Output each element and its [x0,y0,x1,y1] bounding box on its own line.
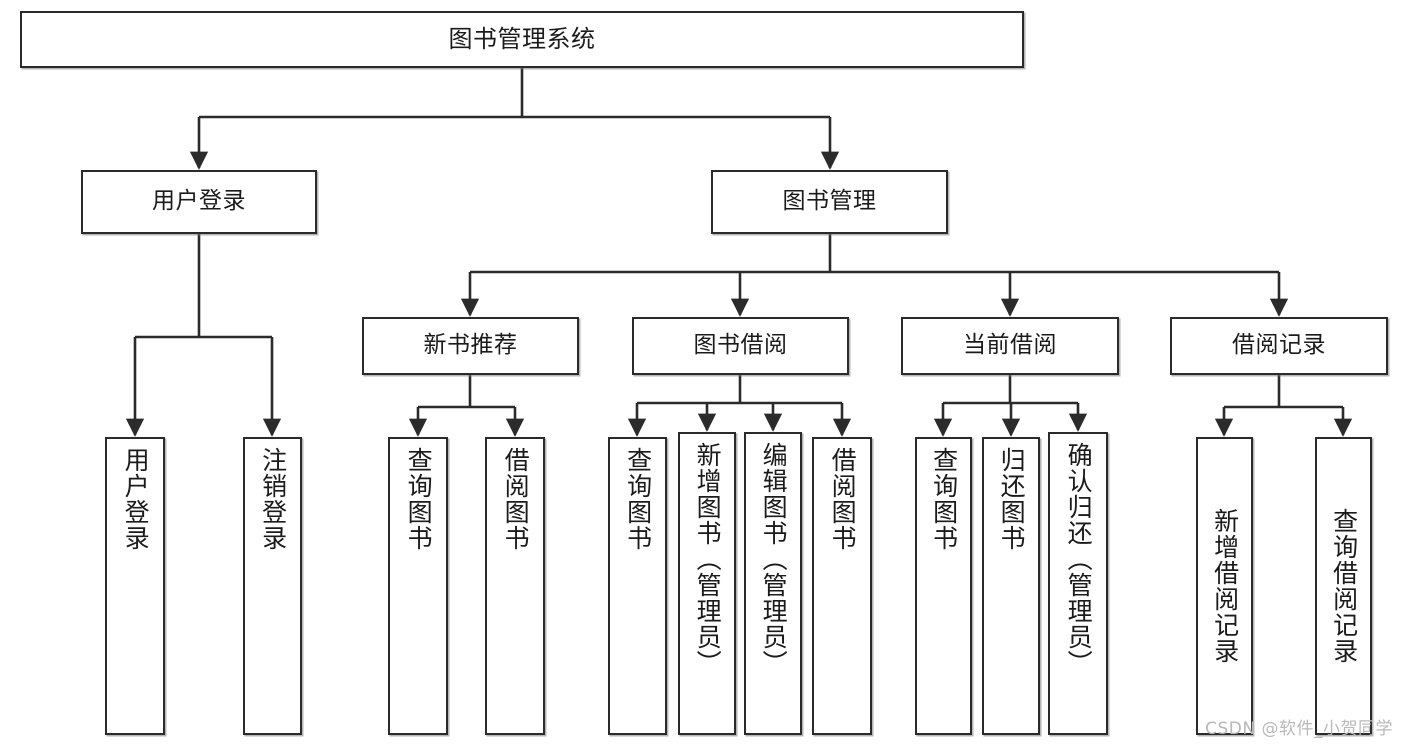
node-leaf-borrow-book-label: 借阅图书 [828,447,858,551]
node-new-book-rec[interactable]: 新书推荐 [362,317,579,375]
node-leaf-query-book-rec[interactable]: 查询图书 [388,437,448,735]
node-new-book-rec-label: 新书推荐 [423,332,518,359]
node-leaf-query-record-label: 查询借阅记录 [1329,508,1359,664]
node-leaf-query-book-borrow[interactable]: 查询图书 [608,437,667,735]
node-root[interactable]: 图书管理系统 [20,11,1024,68]
node-leaf-borrow-book-rec-label: 借阅图书 [501,447,531,551]
node-book-borrow[interactable]: 图书借阅 [632,317,849,375]
node-leaf-return-book[interactable]: 归还图书 [982,437,1040,735]
node-root-label: 图书管理系统 [448,25,596,54]
node-leaf-query-book-borrow-label: 查询图书 [623,447,653,551]
node-book-manage[interactable]: 图书管理 [711,170,948,234]
node-current-borrow[interactable]: 当前借阅 [901,317,1119,375]
node-current-borrow-label: 当前借阅 [963,332,1057,359]
node-leaf-edit-book[interactable]: 编辑图书（管理员） [744,432,802,735]
node-leaf-add-book-label: 新增图书（管理员） [693,442,723,676]
node-leaf-add-record[interactable]: 新增借阅记录 [1196,437,1253,735]
node-leaf-add-record-label: 新增借阅记录 [1210,508,1240,664]
node-leaf-edit-book-label: 编辑图书（管理员） [759,442,789,676]
node-leaf-logout-label: 注销登录 [258,447,288,551]
node-leaf-confirm-return-label: 确认归还（管理员） [1064,442,1094,676]
node-leaf-query-record[interactable]: 查询借阅记录 [1315,437,1372,735]
node-leaf-return-book-label: 归还图书 [997,447,1027,551]
node-borrow-record-label: 借阅记录 [1232,332,1326,359]
csdn-watermark: CSDN @软件_小贺同学 [1205,719,1393,739]
node-borrow-record[interactable]: 借阅记录 [1170,317,1388,375]
node-book-borrow-label: 图书借阅 [693,332,788,359]
node-leaf-query-book-current-label: 查询图书 [929,447,959,551]
node-leaf-query-book-rec-label: 查询图书 [404,447,434,551]
node-user-login-label: 用户登录 [152,188,246,215]
node-leaf-add-book[interactable]: 新增图书（管理员） [678,432,736,735]
node-leaf-borrow-book-rec[interactable]: 借阅图书 [485,437,545,735]
node-leaf-borrow-book[interactable]: 借阅图书 [812,437,872,735]
node-leaf-user-login[interactable]: 用户登录 [105,437,165,735]
node-leaf-confirm-return[interactable]: 确认归还（管理员） [1048,432,1108,735]
node-leaf-user-login-label: 用户登录 [121,447,151,551]
node-user-login[interactable]: 用户登录 [81,170,317,234]
node-book-manage-label: 图书管理 [782,188,877,215]
node-leaf-logout[interactable]: 注销登录 [243,437,302,735]
node-leaf-query-book-current[interactable]: 查询图书 [915,437,972,735]
